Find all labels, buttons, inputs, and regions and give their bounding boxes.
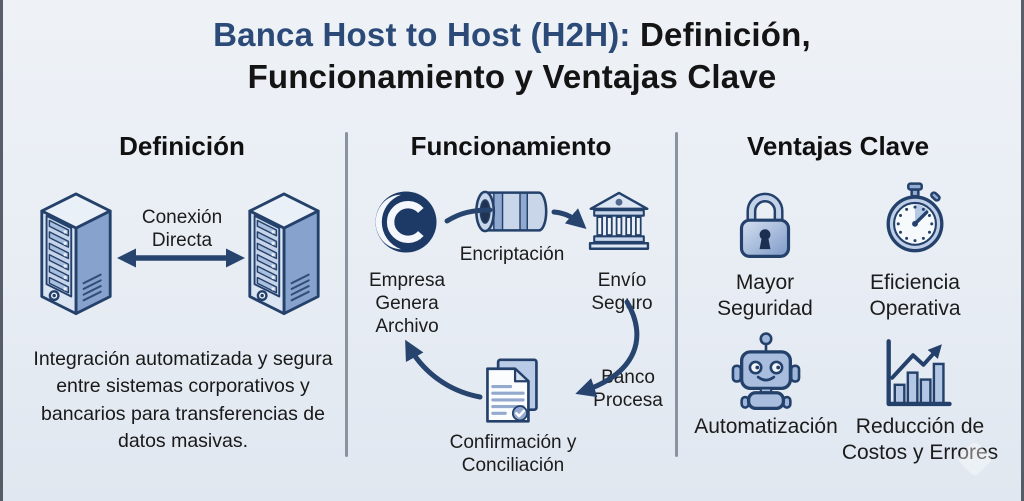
server-icon xyxy=(40,192,112,316)
company-logo-icon xyxy=(375,191,437,253)
step-label-envio: Envío Seguro xyxy=(591,270,653,315)
right-edge-border xyxy=(1021,0,1024,501)
column-divider-right xyxy=(675,132,678,457)
padlock-icon xyxy=(739,192,791,258)
heading-definicion: Definición xyxy=(119,131,245,161)
encryption-cylinder-icon xyxy=(475,190,548,233)
bar-chart-icon xyxy=(886,339,952,407)
step-label-banco: Banco Procesa xyxy=(593,367,663,412)
heading-funcionamiento: Funcionamiento xyxy=(410,131,612,161)
step-label-confirmacion: Confirmación y Conciliación xyxy=(449,432,577,477)
title-line-2: Funcionamiento y Ventajas Clave xyxy=(247,58,777,96)
server-icon xyxy=(248,192,320,316)
robot-icon xyxy=(731,332,801,411)
title-suffix-text: Definición, xyxy=(630,16,811,53)
stopwatch-icon xyxy=(886,182,944,253)
ventaja-label-reduccion: Reducción de Costos y Errores xyxy=(841,415,999,465)
ventaja-label-eficiencia: Eficiencia Operativa xyxy=(869,271,961,321)
arrow-cylinder-to-bank xyxy=(551,208,587,229)
title-line-1: Banca Host to Host (H2H): Definición, xyxy=(0,14,1024,56)
bank-icon xyxy=(588,191,650,250)
definicion-description: Integración automatizada y segura entre … xyxy=(33,348,333,452)
heading-ventajas: Ventajas Clave xyxy=(746,131,930,161)
document-check-icon xyxy=(486,358,538,423)
step-label-encriptacion: Encriptación xyxy=(459,244,565,265)
column-divider-left xyxy=(345,132,348,457)
ventaja-label-seguridad: Mayor Seguridad xyxy=(717,271,813,321)
page-title: Banca Host to Host (H2H): Definición, Fu… xyxy=(0,14,1024,98)
title-brand-text: Banca Host to Host (H2H): xyxy=(213,16,631,53)
step-label-empresa: Empresa Genera Archivo xyxy=(368,270,446,338)
ventaja-label-automatizacion: Automatización xyxy=(694,415,838,438)
bidirectional-arrow-icon xyxy=(117,248,245,268)
connection-label: Conexión Directa xyxy=(141,207,223,252)
left-edge-border xyxy=(0,0,3,501)
arrow-document-to-empresa xyxy=(405,339,483,400)
